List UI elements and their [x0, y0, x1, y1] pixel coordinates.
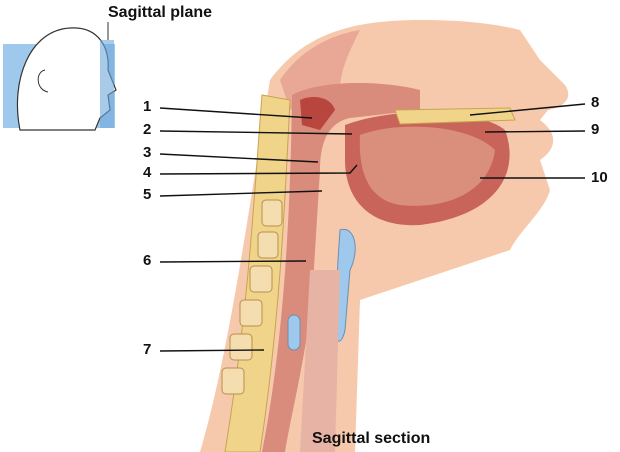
label-8: 8 [591, 94, 600, 111]
label-2: 2 [143, 121, 152, 138]
inset-label: Sagittal plane [108, 4, 213, 21]
label-3: 3 [143, 144, 152, 161]
caption: Sagittal section [312, 430, 431, 447]
label-7: 7 [143, 341, 152, 358]
label-1: 1 [143, 98, 152, 115]
head-section [200, 20, 569, 452]
label-5: 5 [143, 186, 152, 203]
label-10: 10 [591, 169, 608, 186]
leader-lines [159, 103, 586, 352]
label-6: 6 [143, 252, 152, 269]
inset-head-figure [3, 22, 117, 131]
label-4: 4 [143, 164, 152, 181]
label-9: 9 [591, 121, 600, 138]
